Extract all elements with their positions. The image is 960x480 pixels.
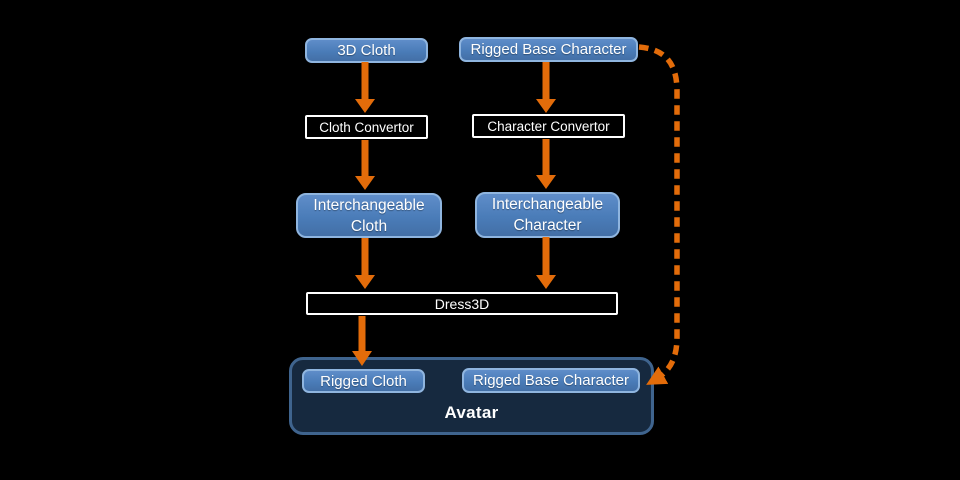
dashed-arrow-riggedbase-passthrough — [638, 44, 680, 385]
arrow-riggedbase-to-characterconvertor — [536, 62, 556, 113]
node-interchangeable-cloth: Interchangeable Cloth — [296, 193, 442, 238]
node-3d-cloth: 3D Cloth — [305, 38, 428, 63]
node-rigged-cloth: Rigged Cloth — [302, 369, 425, 393]
arrow-characterconvertor-to-interchangeablecharacter — [536, 139, 556, 189]
avatar-label: Avatar — [444, 403, 499, 422]
arrow-3dcloth-to-clothconvertor — [355, 62, 375, 113]
arrow-interchangeablecharacter-to-dress3d — [536, 237, 556, 289]
node-interchangeable-character: Interchangeable Character — [475, 192, 620, 238]
arrow-interchangeablecloth-to-dress3d — [355, 238, 375, 289]
node-rigged-base-character-source: Rigged Base Character — [459, 37, 638, 62]
node-cloth-convertor: Cloth Convertor — [305, 115, 428, 139]
arrow-clothconvertor-to-interchangeablecloth — [355, 140, 375, 190]
node-character-convertor: Character Convertor — [472, 114, 625, 138]
node-dress3d: Dress3D — [306, 292, 618, 315]
node-rigged-base-character-result: Rigged Base Character — [462, 368, 640, 393]
